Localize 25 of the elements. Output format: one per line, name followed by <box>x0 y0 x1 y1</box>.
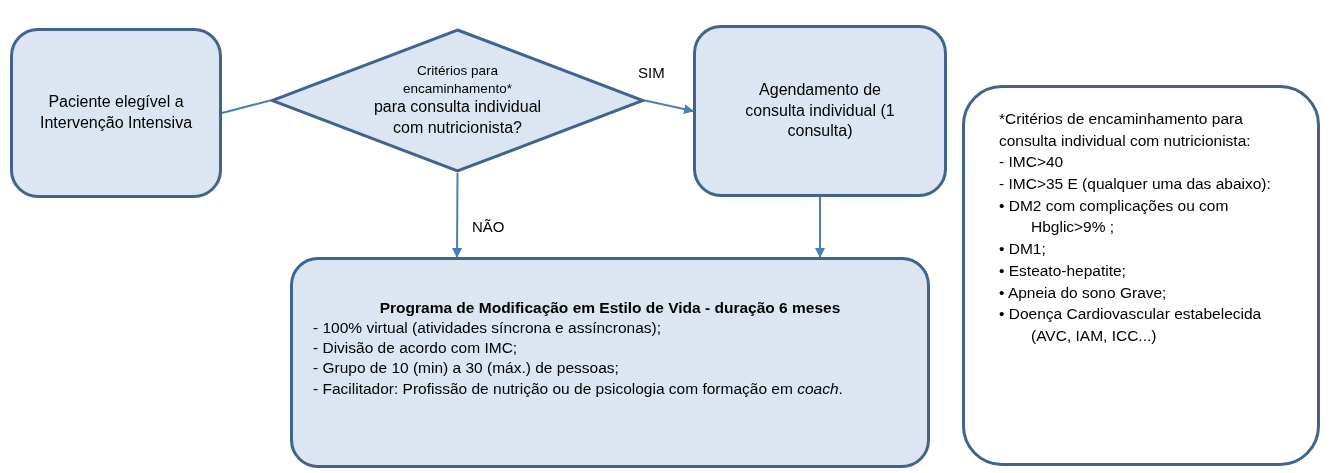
criteria-item: • DM2 com complicações ou com Hbglic>9% ; <box>999 195 1230 238</box>
program-item: - Grupo de 10 (min) a 30 (máx.) de pessoas; <box>313 358 620 379</box>
process-text: Agendamento de consulta individual (1 consulta) <box>744 79 896 142</box>
arrow <box>644 99 694 114</box>
program-item: - Divisão de acordo com IMC; <box>313 338 519 359</box>
edge-label: NÃO <box>470 218 507 235</box>
program-heading: Programa de Modificação em Estilo de Vida - duração 6 meses <box>379 298 841 318</box>
program-box <box>290 257 930 468</box>
criteria-item: • Esteato-hepatite; <box>999 260 1127 281</box>
program-item: - Facilitador: Profissão de nutrição ou de psicologia com formação em coach. <box>313 378 844 399</box>
process-box <box>693 25 947 197</box>
process-box <box>10 28 222 198</box>
decision-text: Critérios para encaminhamento* <box>402 62 513 98</box>
arrow <box>815 196 825 258</box>
criteria-item: • DM1; <box>999 239 1047 260</box>
arrow <box>452 172 463 258</box>
criteria-item: • Doença Cardiovascular estabelecida (AVC, IAM, ICC...) <box>999 304 1263 346</box>
note-heading: *Critérios de encaminhamento para consulta individual com nutricionista: <box>999 109 1252 151</box>
program-item: - 100% virtual (atividades síncrona e assíncronas); <box>313 318 663 339</box>
criteria-item: • Apneia do sono Grave; <box>999 282 1168 303</box>
criteria-item: - IMC>35 E (qualquer uma das abaixo): <box>999 174 1272 195</box>
criteria-item: - IMC>40 <box>999 152 1065 173</box>
decision-text: para consulta individual com nutricionista? <box>372 97 543 139</box>
note-box <box>962 85 1320 466</box>
process-text: Paciente elegível a Intervenção Intensiva <box>38 92 194 133</box>
